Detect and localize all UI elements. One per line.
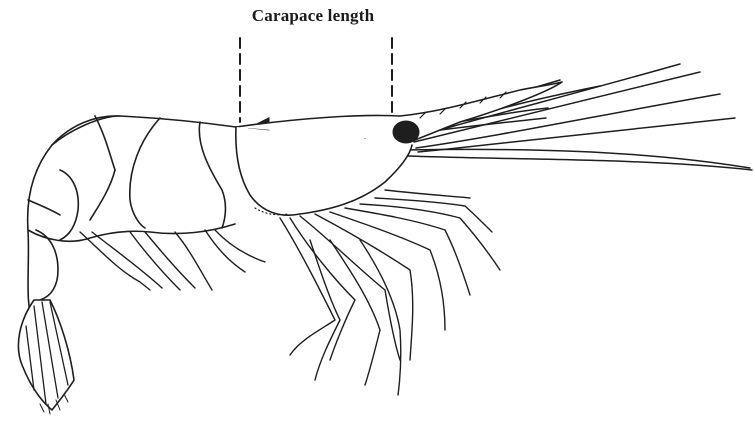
measurement-guides [240,38,392,128]
walking-legs [280,190,500,395]
tail-fan [18,300,74,414]
abdomen [28,116,236,330]
eye [393,121,419,143]
